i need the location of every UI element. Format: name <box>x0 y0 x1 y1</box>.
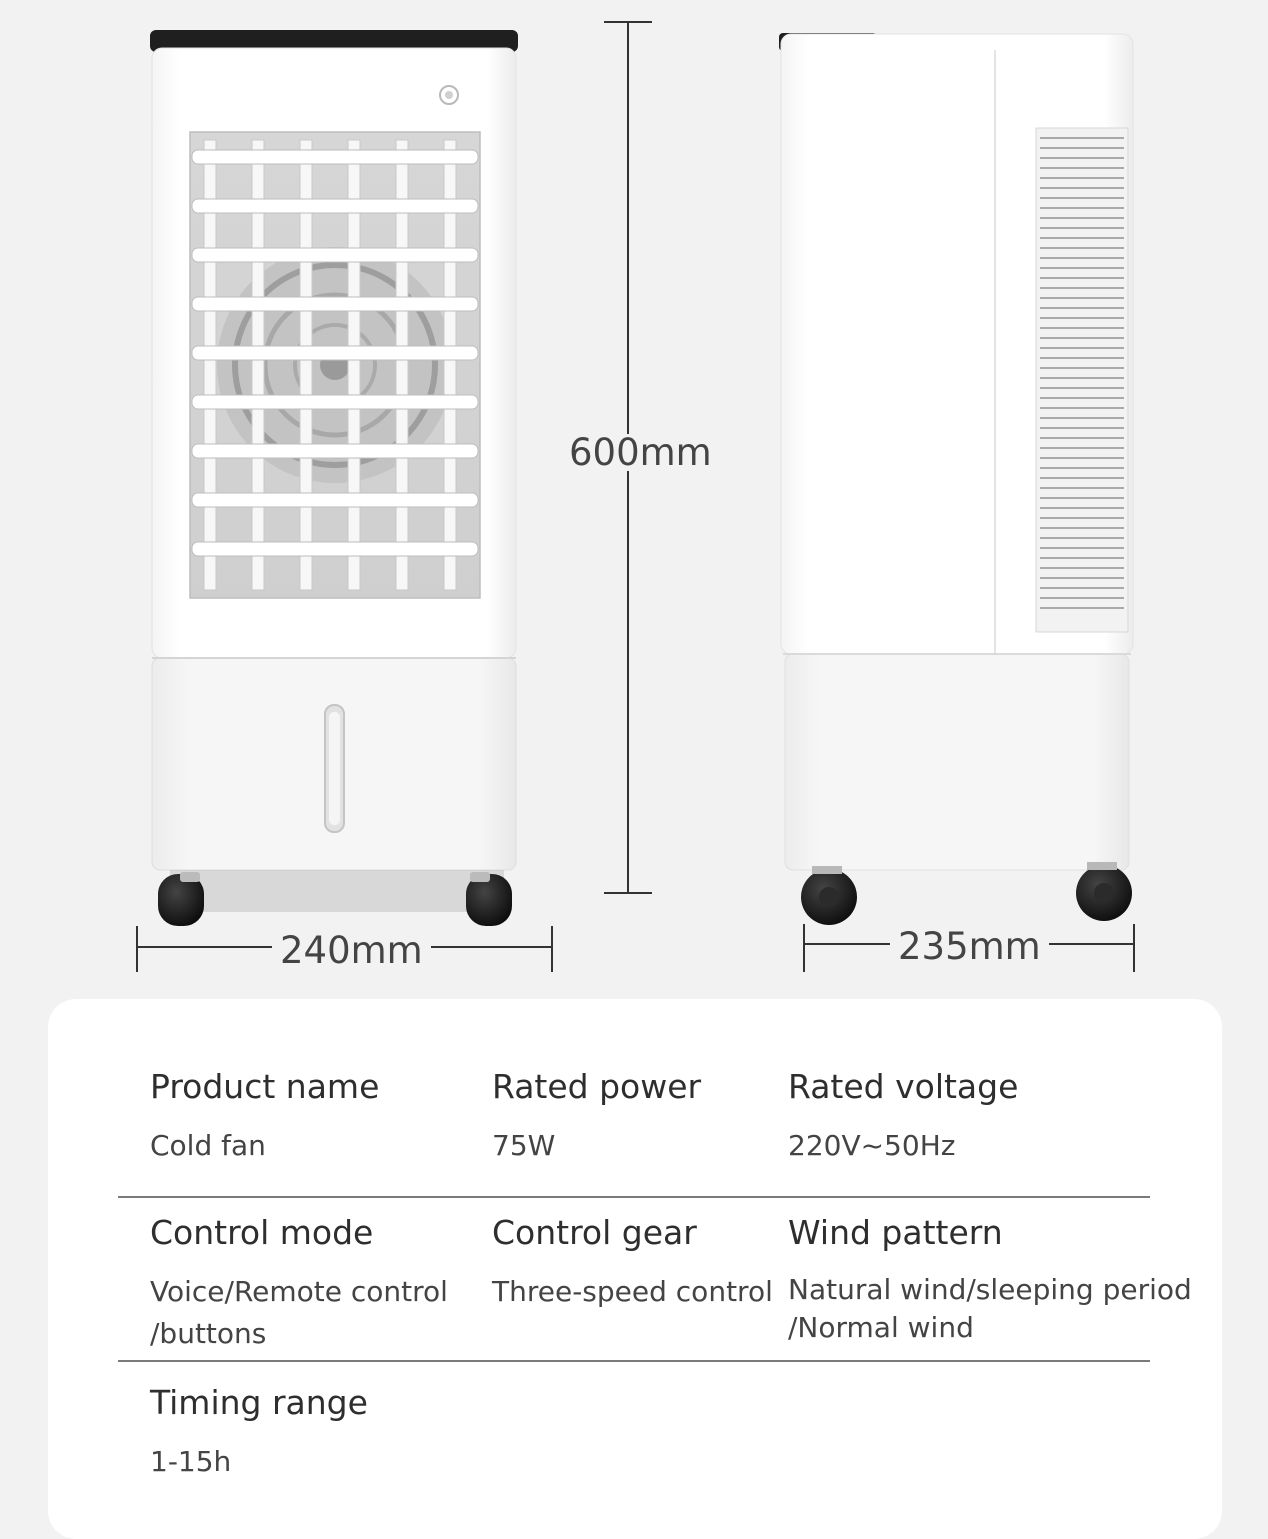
wheel-icon <box>1076 862 1132 921</box>
spec-control-gear: Control gear Three-speed control <box>492 1216 773 1313</box>
spec-value-line: Cold fan <box>150 1129 266 1162</box>
spec-value: Natural wind/sleeping period /Normal win… <box>788 1271 1192 1347</box>
side-air-vents <box>1040 137 1124 609</box>
grille-slat <box>191 296 479 312</box>
side-width-dimension-label: 235mm <box>890 928 1049 965</box>
spec-value-line: 75W <box>492 1129 556 1162</box>
front-width-dimension-label: 240mm <box>272 932 431 969</box>
row-divider <box>118 1360 1150 1362</box>
grille-slat <box>191 443 479 459</box>
sensor-icon <box>439 85 459 105</box>
spec-value-line: 1-15h <box>150 1445 232 1478</box>
row-divider <box>118 1196 1150 1198</box>
spec-value: Three-speed control <box>492 1271 773 1313</box>
spec-title: Wind pattern <box>788 1213 1003 1252</box>
spec-title: Control mode <box>150 1213 374 1252</box>
spec-title: Rated voltage <box>788 1067 1019 1106</box>
spec-timing-range: Timing range 1-15h <box>150 1386 368 1483</box>
spec-product-name: Product name Cold fan <box>150 1070 379 1167</box>
spec-value-line: /buttons <box>150 1317 267 1350</box>
spec-value-line: Voice/Remote control <box>150 1275 448 1308</box>
spec-value: 1-15h <box>150 1441 368 1483</box>
wheel-icon <box>158 872 204 926</box>
product-dimension-figure <box>136 21 1135 972</box>
spec-value: 75W <box>492 1125 701 1167</box>
spec-control-mode: Control mode Voice/Remote control /butto… <box>150 1216 448 1355</box>
front-grille <box>191 139 479 591</box>
wheel-icon <box>801 866 857 925</box>
spec-value-line: /Normal wind <box>788 1310 974 1344</box>
spec-title: Product name <box>150 1067 380 1106</box>
spec-rated-voltage: Rated voltage 220V~50Hz <box>788 1070 1018 1167</box>
spec-value: Cold fan <box>150 1125 379 1167</box>
grille-slat <box>191 345 479 361</box>
spec-value-line: 220V~50Hz <box>788 1129 956 1162</box>
grille-slat <box>191 541 479 557</box>
spec-value-line: Three-speed control <box>492 1275 773 1308</box>
front-view <box>150 30 518 926</box>
grille-slat <box>191 394 479 410</box>
specification-card: Product name Cold fan Rated power 75W Ra… <box>48 999 1222 1539</box>
spec-value: Voice/Remote control /buttons <box>150 1271 448 1355</box>
side-view <box>779 33 1134 925</box>
spec-title: Rated power <box>492 1067 702 1106</box>
wheel-icon <box>466 872 512 926</box>
spec-rated-power: Rated power 75W <box>492 1070 701 1167</box>
spec-value: 220V~50Hz <box>788 1125 1018 1167</box>
grille-slat <box>191 149 479 165</box>
spec-title: Control gear <box>492 1213 697 1252</box>
spec-value-line: Natural wind/sleeping period <box>788 1273 1192 1306</box>
spec-wind-pattern: Wind pattern Natural wind/sleeping perio… <box>788 1216 1192 1347</box>
grille-slat <box>191 492 479 508</box>
grille-slat <box>191 198 479 214</box>
grille-slat <box>191 247 479 263</box>
height-dimension-label: 600mm <box>565 434 716 471</box>
spec-title: Timing range <box>150 1383 368 1422</box>
